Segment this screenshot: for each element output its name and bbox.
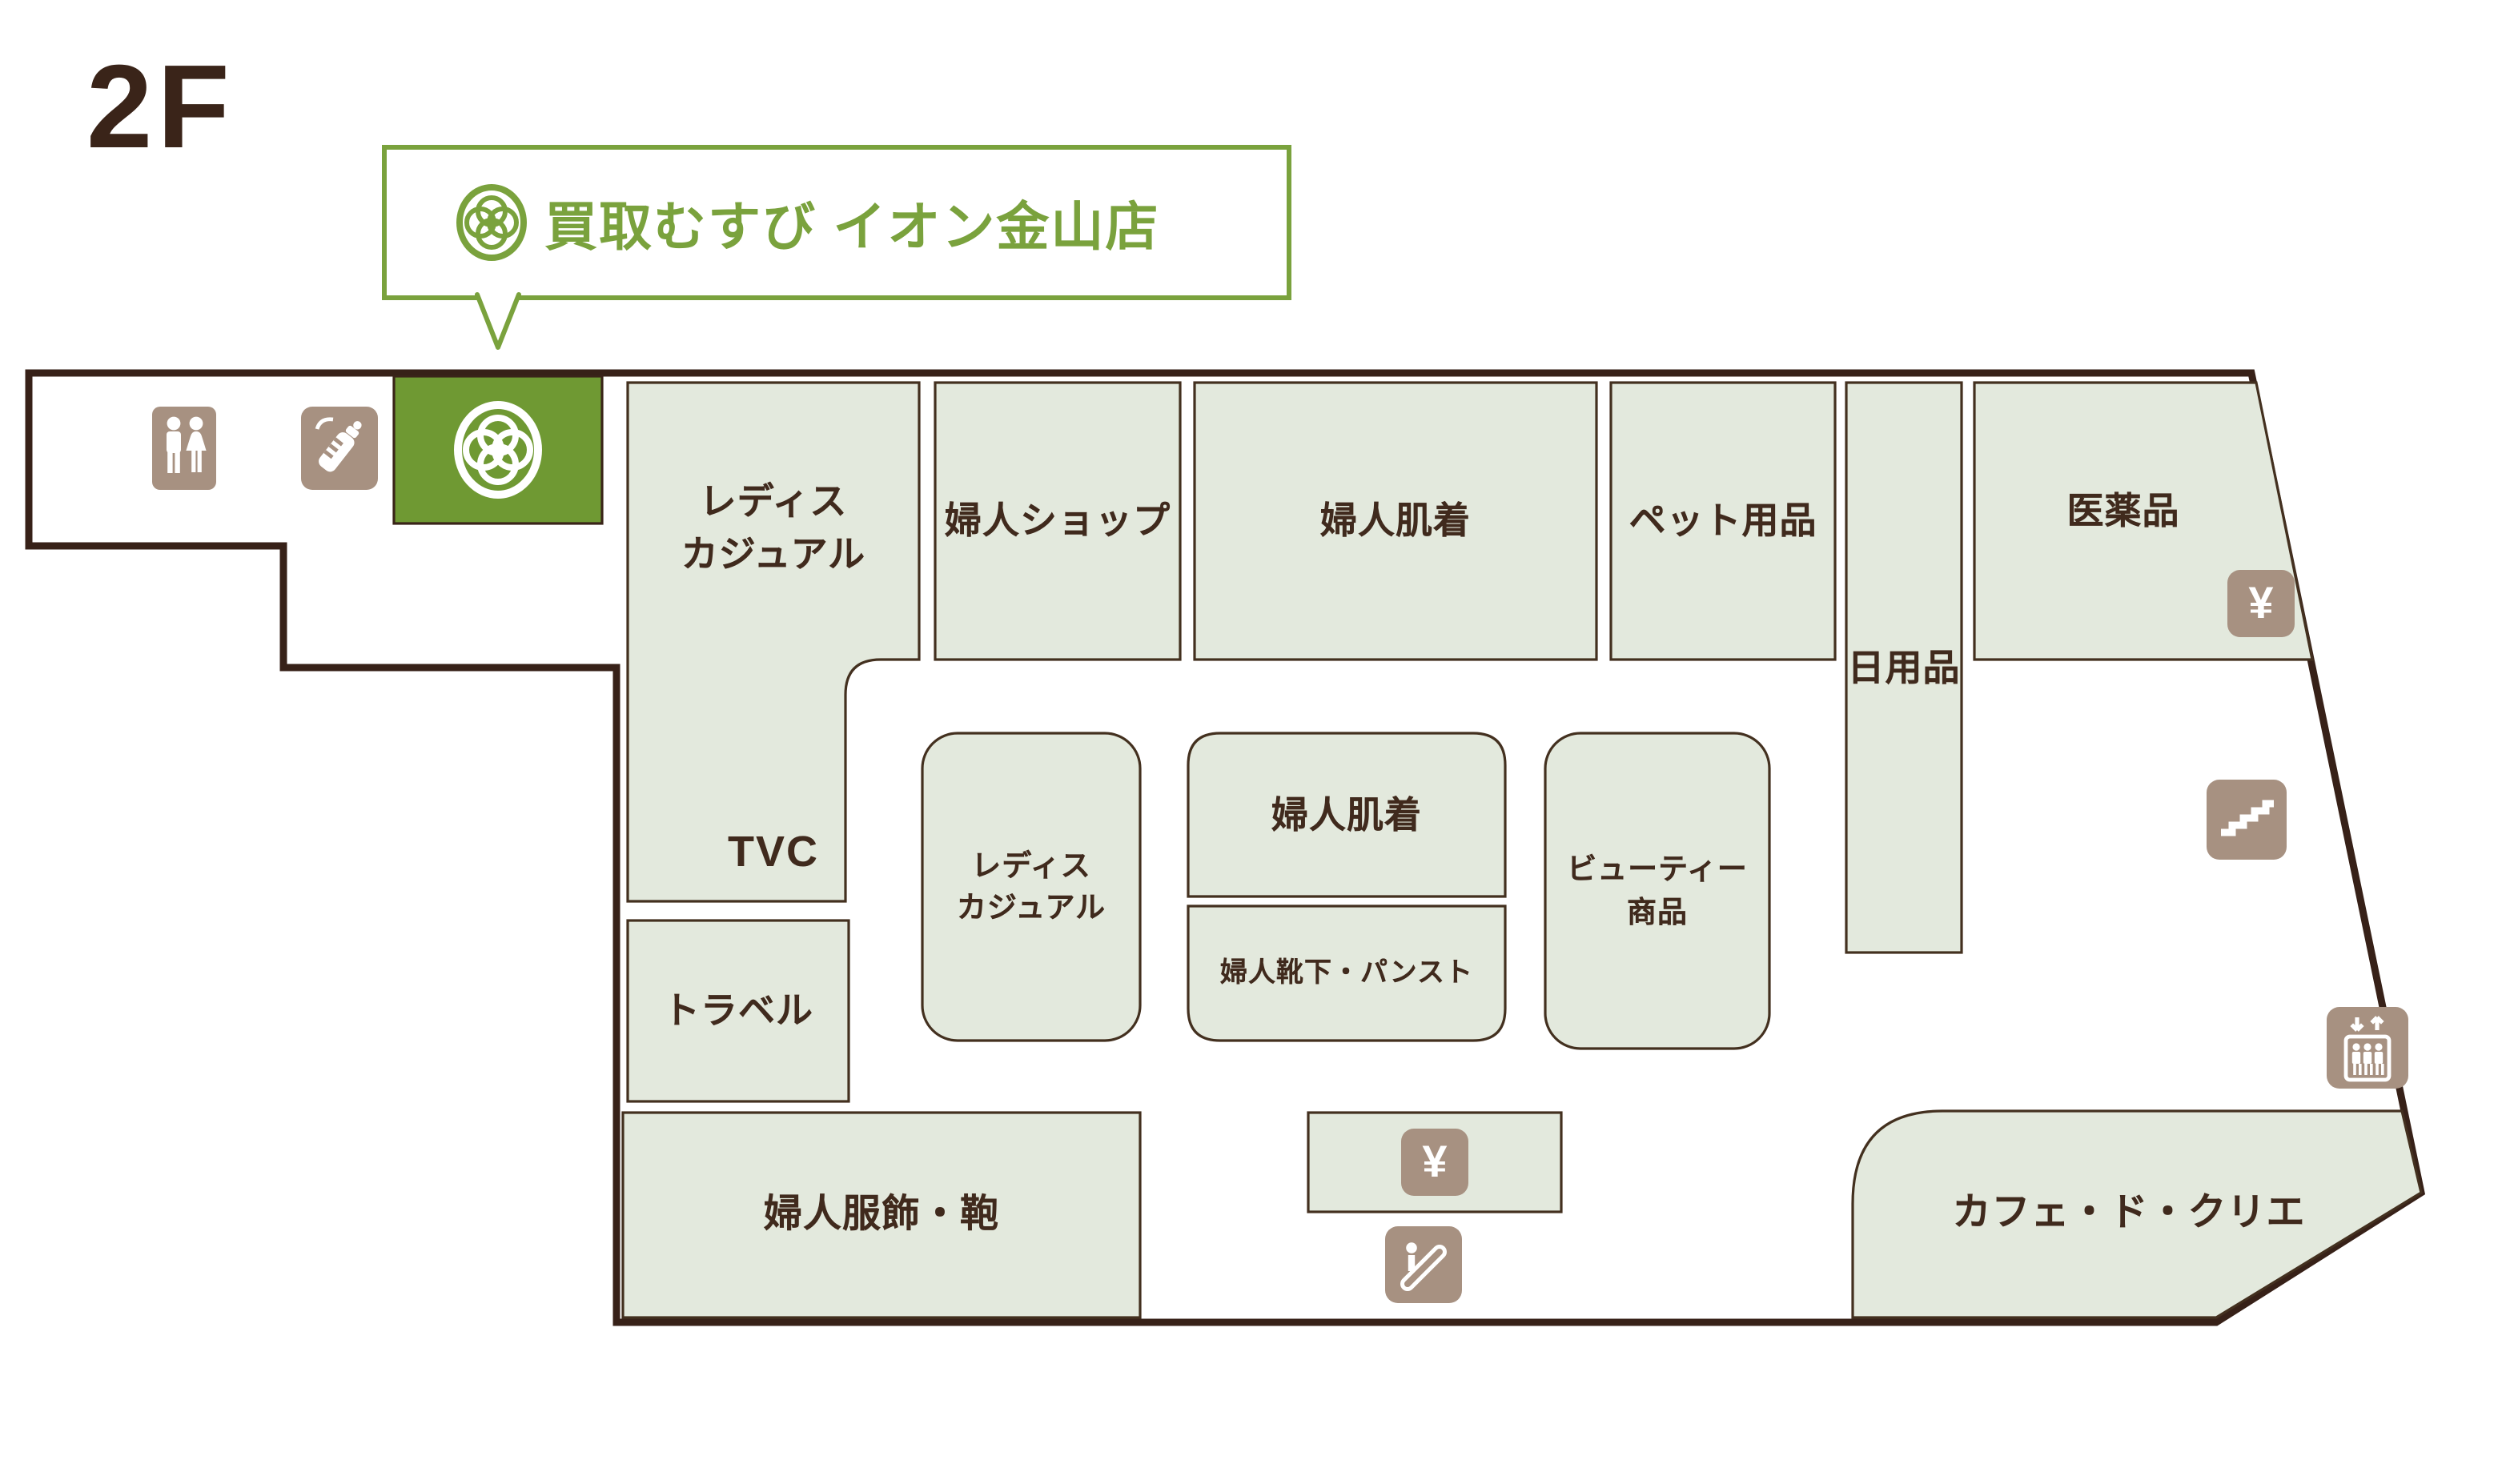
room-travel bbox=[626, 919, 850, 1103]
room-label-travel: トラベル bbox=[663, 989, 813, 1032]
room-fujin-socks bbox=[1187, 904, 1507, 1042]
room-daily-goods bbox=[1845, 381, 1963, 954]
yen-symbol-medicine: ¥ bbox=[2248, 578, 2274, 628]
room-label-ladies-casual-upper: レディス カジュアル bbox=[681, 480, 866, 575]
floor-outline bbox=[25, 369, 2426, 1326]
floor-label: 2F bbox=[86, 40, 235, 173]
room-label-daily-goods: 日用品 bbox=[1847, 646, 1961, 688]
restroom-icon bbox=[152, 407, 216, 490]
room-fujin-fukushoku bbox=[621, 1111, 1142, 1319]
room-fujin-hadagi-center bbox=[1187, 732, 1507, 898]
room-label-fujin-socks: 婦人靴下・パンスト bbox=[1219, 957, 1473, 988]
stairs-icon bbox=[2207, 780, 2287, 860]
callout-pointer bbox=[475, 292, 521, 350]
room-label-medicine: 医薬品 bbox=[2066, 489, 2180, 531]
musubi-logo-icon bbox=[454, 401, 542, 499]
room-label-fujin-fukushoku: 婦人服飾・鞄 bbox=[764, 1192, 999, 1236]
escalator-icon bbox=[1385, 1226, 1462, 1303]
callout-store-name: 買取むすび イオン金山店 bbox=[544, 197, 1160, 256]
room-label-pet-goods: ペット用品 bbox=[1629, 499, 1817, 542]
elevator-icon bbox=[2327, 1007, 2408, 1089]
room-fujin-shop bbox=[934, 381, 1182, 661]
room-fujin-hadagi-top bbox=[1193, 381, 1598, 661]
room-ladies-casual-center bbox=[921, 732, 1142, 1042]
room-label-fujin-hadagi-top: 婦人肌着 bbox=[1320, 499, 1471, 542]
yen-atm-icon-center bbox=[1401, 1129, 1468, 1196]
room-label-beauty-goods: ビューティー 商品 bbox=[1567, 852, 1748, 928]
room-label-fujin-hadagi-center: 婦人肌着 bbox=[1271, 793, 1422, 836]
room-label-fujin-shop: 婦人ショップ bbox=[945, 499, 1171, 542]
store-callout-box bbox=[382, 145, 1291, 300]
yen-atm-icon-medicine bbox=[2227, 570, 2295, 637]
room-cafe bbox=[1851, 1109, 2423, 1319]
nursing-room-icon bbox=[301, 407, 378, 490]
room-pet-goods bbox=[1609, 381, 1837, 661]
room-ladies-casual-tvc bbox=[626, 381, 921, 903]
yen-symbol-center: ¥ bbox=[1422, 1137, 1448, 1186]
room-beauty-goods bbox=[1544, 732, 1771, 1050]
room-label-ladies-casual-center: レディス カジュアル bbox=[956, 848, 1106, 924]
room-label-tvc: TVC bbox=[728, 828, 819, 876]
room-label-cafe: カフェ・ド・クリエ bbox=[1952, 1191, 2306, 1235]
callout-logo-icon bbox=[456, 184, 527, 261]
